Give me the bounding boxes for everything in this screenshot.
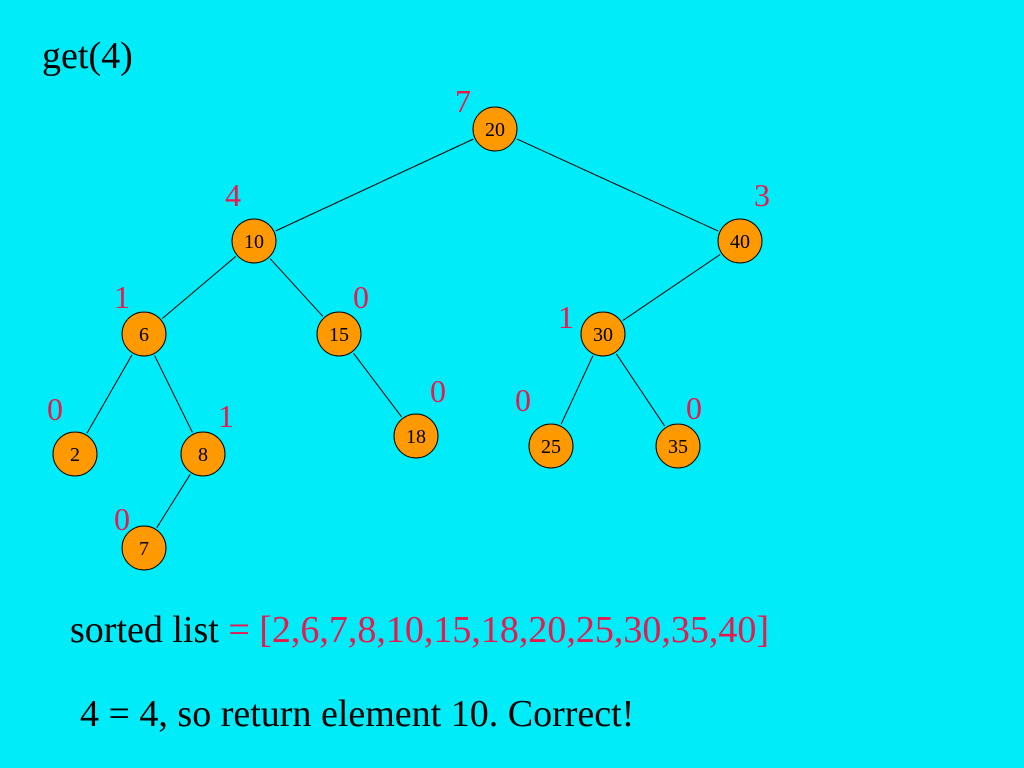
node-key: 40 [730,231,750,253]
left-size-label-40: 3 [754,177,770,213]
node-circle [393,413,439,459]
edge-n6-n2 [86,354,133,434]
slide-title: get(4) [42,35,133,77]
node-circle [717,218,763,264]
left-size-label-30: 1 [558,299,574,335]
edge-n15-n18 [353,352,402,418]
sorted-list-label: sorted list [70,609,219,651]
node-key: 25 [541,436,561,458]
tree-node-2: 2 [52,431,98,477]
sorted-list-equals: = [218,609,260,651]
tree-node-6: 6 [121,311,167,357]
node-circle [52,431,98,477]
tree-node-15: 15 [316,311,362,357]
tree-node-10: 10 [231,218,277,264]
node-circle [121,311,167,357]
left-size-label-7: 0 [114,501,130,537]
edge-n20-n10 [275,138,474,232]
tree-node-30: 30 [580,311,626,357]
edge-n30-n35 [615,353,666,427]
edge-n6-n8 [154,355,193,433]
node-circle [180,431,226,477]
conclusion-text: 4 = 4, so return element 10. Correct! [80,693,635,735]
left-size-label-10: 4 [225,177,241,213]
tree-node-18: 18 [393,413,439,459]
node-key: 6 [139,324,149,346]
tree-node-35: 35 [655,423,701,469]
left-size-label-2: 0 [47,391,63,427]
tree-node-8: 8 [180,431,226,477]
edge-n40-n30 [622,254,721,321]
edge-n30-n25 [560,355,594,425]
left-size-label-15: 0 [353,279,369,315]
tree-node-40: 40 [717,218,763,264]
node-circle [121,525,167,571]
edge-n10-n6 [162,256,236,319]
edge-n20-n40 [516,138,719,232]
sorted-list-value: [2,6,7,8,10,15,18,20,25,30,35,40] [259,609,770,651]
node-circle [231,218,277,264]
tree-edges [86,138,721,528]
tree-node-25: 25 [528,423,574,469]
left-size-label-25: 0 [515,382,531,418]
left-size-label-6: 1 [114,279,130,315]
node-circle [528,423,574,469]
node-circle [655,423,701,469]
left-size-label-20: 7 [455,83,471,119]
node-key: 18 [406,426,426,448]
sorted-list-line: sorted list = [2,6,7,8,10,15,18,20,25,30… [70,608,769,652]
node-key: 30 [593,324,613,346]
node-key: 15 [329,324,349,346]
node-key: 35 [668,436,688,458]
edge-n8-n7 [156,474,191,528]
node-key: 10 [244,231,264,253]
left-size-label-8: 1 [218,398,234,434]
edge-n10-n15 [269,258,324,317]
node-circle [472,106,518,152]
node-circle [580,311,626,357]
node-key: 7 [139,538,149,560]
node-key: 8 [198,444,208,466]
node-key: 20 [485,119,505,141]
tree-node-20: 20 [472,106,518,152]
node-key: 2 [70,444,80,466]
node-circle [316,311,362,357]
tree-node-7: 7 [121,525,167,571]
left-size-label-18: 0 [430,373,446,409]
left-size-label-35: 0 [686,390,702,426]
